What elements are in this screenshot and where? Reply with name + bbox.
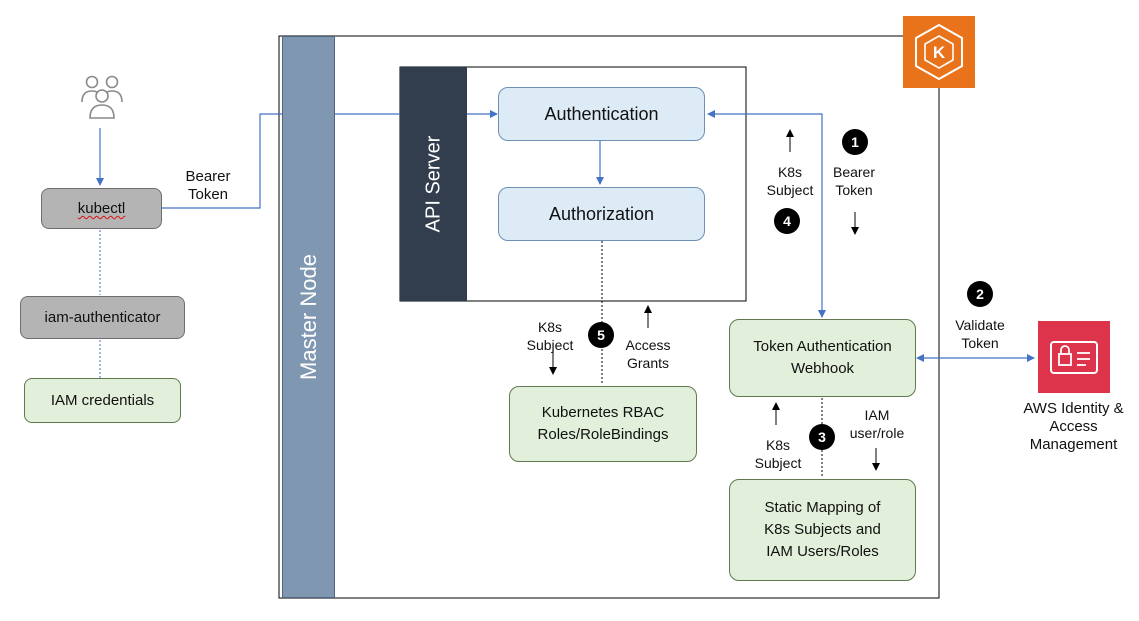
step-1-badge: 1 <box>842 129 868 155</box>
mapping-line-2: K8s Subjects and <box>764 521 881 538</box>
users-icon <box>78 72 126 120</box>
step-4-badge: 4 <box>774 208 800 234</box>
rbac-box: Kubernetes RBAC Roles/RoleBindings <box>509 386 697 462</box>
webhook-authentication-arrow <box>707 110 826 318</box>
kubectl-box: kubectl <box>41 188 162 229</box>
master-node-label: Master Node <box>295 254 321 380</box>
authentication-box: Authentication <box>498 87 705 141</box>
authentication-label: Authentication <box>544 103 659 124</box>
authorization-label: Authorization <box>548 203 655 224</box>
kubectl-to-authentication-arrow <box>162 110 498 209</box>
step-3-badge: 3 <box>809 424 835 450</box>
api-server-bar: API Server <box>400 67 467 301</box>
iam-badge-icon <box>1038 321 1110 393</box>
rbac-line-1: Kubernetes RBAC <box>541 404 665 421</box>
iam-authenticator-box: iam-authenticator <box>20 296 185 339</box>
master-node-bar: Master Node <box>282 36 335 598</box>
mapping-line-3: IAM Users/Roles <box>766 543 879 560</box>
eks-logo-icon: K <box>903 16 975 88</box>
svg-text:K: K <box>933 43 946 62</box>
token-webhook-box: Token Authentication Webhook <box>729 319 916 397</box>
mapping-line-1: Static Mapping of <box>764 499 881 516</box>
master-node-boundary <box>278 35 940 599</box>
authorization-box: Authorization <box>498 187 705 241</box>
iam-credentials-label: IAM credentials <box>50 392 155 409</box>
webhook-line-2: Webhook <box>790 360 855 377</box>
rbac-line-2: Roles/RoleBindings <box>537 426 669 443</box>
step-5-badge: 5 <box>588 322 614 348</box>
api-server-label: API Server <box>422 135 444 233</box>
kubectl-label: kubectl <box>77 200 126 217</box>
webhook-line-1: Token Authentication <box>753 338 892 355</box>
iam-authenticator-label: iam-authenticator <box>44 309 161 326</box>
iam-credentials-box: IAM credentials <box>24 378 181 423</box>
step-2-badge: 2 <box>967 281 993 307</box>
static-mapping-box: Static Mapping of K8s Subjects and IAM U… <box>729 479 916 581</box>
